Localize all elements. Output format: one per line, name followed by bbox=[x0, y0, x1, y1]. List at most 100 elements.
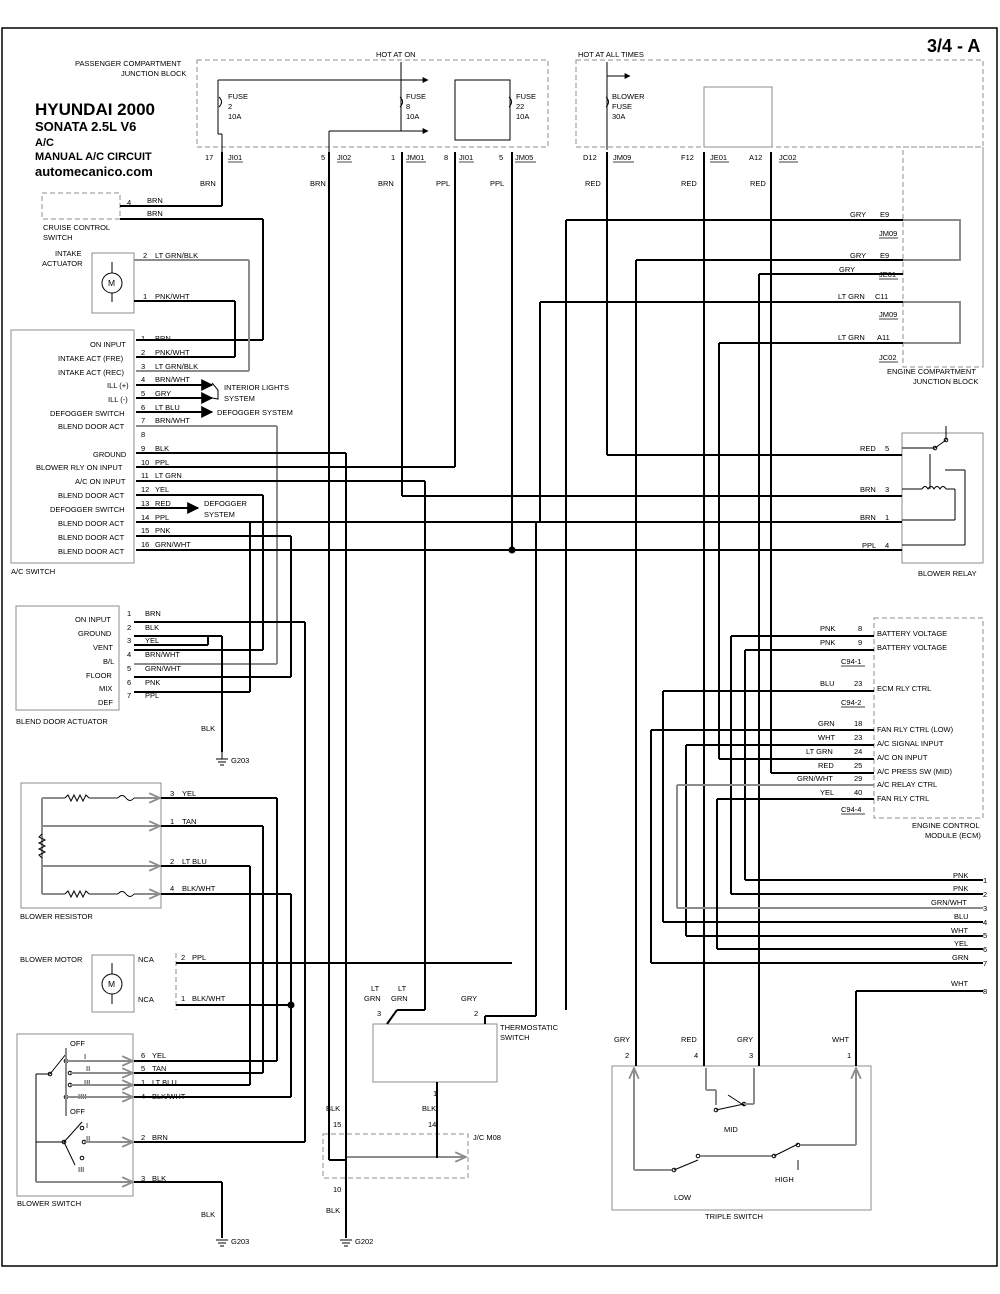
svg-text:BRN: BRN bbox=[147, 209, 163, 218]
svg-text:29: 29 bbox=[854, 774, 862, 783]
hot-at-all-times-box: HOT AT ALL TIMES BLOWER FUSE 30A bbox=[575, 50, 984, 367]
svg-text:LT GRN: LT GRN bbox=[806, 747, 833, 756]
svg-text:BLOWER SWITCH: BLOWER SWITCH bbox=[17, 1199, 81, 1208]
page-frame bbox=[1, 27, 998, 1267]
svg-text:23: 23 bbox=[854, 733, 862, 742]
svg-text:6: 6 bbox=[983, 945, 987, 954]
svg-text:NCA: NCA bbox=[138, 955, 154, 964]
svg-text:JM05: JM05 bbox=[515, 153, 533, 162]
ground-g203-b: G203 bbox=[231, 1237, 249, 1246]
svg-text:A/C RELAY CTRL: A/C RELAY CTRL bbox=[877, 780, 937, 789]
svg-text:PPL: PPL bbox=[490, 179, 504, 188]
svg-text:GRY: GRY bbox=[461, 994, 477, 1003]
svg-text:4: 4 bbox=[127, 198, 131, 207]
svg-text:5: 5 bbox=[127, 664, 131, 673]
svg-text:GROUND: GROUND bbox=[93, 450, 127, 459]
svg-text:2: 2 bbox=[141, 348, 145, 357]
svg-text:II: II bbox=[86, 1134, 90, 1143]
svg-text:3: 3 bbox=[141, 362, 145, 371]
svg-text:RED: RED bbox=[155, 499, 171, 508]
svg-text:INTAKE ACT (FRE): INTAKE ACT (FRE) bbox=[58, 354, 124, 363]
svg-text:3: 3 bbox=[170, 789, 174, 798]
svg-text:3: 3 bbox=[141, 1174, 145, 1183]
svg-text:I: I bbox=[86, 1121, 88, 1130]
svg-text:PNK: PNK bbox=[953, 884, 968, 893]
svg-text:GRN/WHT: GRN/WHT bbox=[931, 898, 967, 907]
svg-text:14: 14 bbox=[428, 1120, 436, 1129]
svg-text:RED: RED bbox=[818, 761, 834, 770]
svg-text:LT: LT bbox=[398, 984, 407, 993]
ground-g203-a: G203 bbox=[231, 756, 249, 765]
svg-text:BLK: BLK bbox=[201, 1210, 215, 1219]
svg-text:III: III bbox=[84, 1078, 90, 1087]
svg-text:5: 5 bbox=[321, 153, 325, 162]
svg-text:BRN: BRN bbox=[378, 179, 394, 188]
svg-text:BRN: BRN bbox=[155, 334, 171, 343]
svg-text:5: 5 bbox=[141, 389, 145, 398]
svg-text:1: 1 bbox=[391, 153, 395, 162]
svg-text:GRN/WHT: GRN/WHT bbox=[155, 540, 191, 549]
svg-text:RED: RED bbox=[860, 444, 876, 453]
svg-text:1: 1 bbox=[170, 817, 174, 826]
svg-text:4: 4 bbox=[170, 884, 174, 893]
svg-text:GRY: GRY bbox=[737, 1035, 753, 1044]
svg-text:BRN: BRN bbox=[147, 196, 163, 205]
svg-text:ILL (-): ILL (-) bbox=[108, 395, 128, 404]
svg-text:2: 2 bbox=[141, 1133, 145, 1142]
svg-text:D12: D12 bbox=[583, 153, 597, 162]
svg-text:1: 1 bbox=[983, 876, 987, 885]
svg-text:YEL: YEL bbox=[145, 636, 159, 645]
svg-text:BLOWER RESISTOR: BLOWER RESISTOR bbox=[20, 912, 93, 921]
svg-text:PPL: PPL bbox=[192, 953, 206, 962]
svg-text:BLK/WHT: BLK/WHT bbox=[182, 884, 216, 893]
ac-switch: A/C SWITCH ON INPUT INTAKE ACT (FRE) INT… bbox=[10, 329, 293, 576]
blower-motor-m: M bbox=[108, 979, 115, 989]
svg-text:GRY: GRY bbox=[614, 1035, 630, 1044]
svg-text:GRN: GRN bbox=[364, 994, 381, 1003]
svg-text:YEL: YEL bbox=[155, 485, 169, 494]
svg-text:E9: E9 bbox=[880, 251, 889, 260]
svg-text:10: 10 bbox=[141, 458, 149, 467]
svg-text:JUNCTION BLOCK: JUNCTION BLOCK bbox=[913, 377, 978, 386]
svg-text:GRY: GRY bbox=[850, 210, 866, 219]
svg-text:BATTERY VOLTAGE: BATTERY VOLTAGE bbox=[877, 643, 947, 652]
blower-resistor: BLOWER RESISTOR 3 YEL 1 TAN 2 LT BLU 4 B… bbox=[20, 782, 216, 921]
svg-text:2: 2 bbox=[170, 857, 174, 866]
svg-text:8: 8 bbox=[444, 153, 448, 162]
svg-text:1: 1 bbox=[181, 994, 185, 1003]
svg-text:JI02: JI02 bbox=[337, 153, 351, 162]
intake-motor-m: M bbox=[108, 278, 115, 288]
svg-text:CRUISE CONTROL: CRUISE CONTROL bbox=[43, 223, 110, 232]
svg-text:BLU: BLU bbox=[954, 912, 969, 921]
svg-text:8: 8 bbox=[406, 102, 410, 111]
svg-text:BRN: BRN bbox=[152, 1133, 168, 1142]
svg-text:LT BLU: LT BLU bbox=[182, 857, 207, 866]
svg-text:BLEND DOOR ACT: BLEND DOOR ACT bbox=[58, 491, 125, 500]
svg-text:C94-1: C94-1 bbox=[841, 657, 861, 666]
cruise-control-switch: CRUISE CONTROL SWITCH 4 BRN BRN bbox=[41, 192, 163, 242]
svg-text:BRN: BRN bbox=[860, 513, 876, 522]
blend-door-actuator: BLEND DOOR ACTUATOR ON INPUT GROUND VENT… bbox=[15, 605, 249, 765]
svg-text:BLEND DOOR ACT: BLEND DOOR ACT bbox=[58, 422, 125, 431]
svg-text:FAN RLY CTRL (LOW): FAN RLY CTRL (LOW) bbox=[877, 725, 954, 734]
svg-text:YEL: YEL bbox=[820, 788, 834, 797]
svg-text:DEFOGGER SWITCH: DEFOGGER SWITCH bbox=[50, 409, 125, 418]
svg-text:WHT: WHT bbox=[951, 926, 968, 935]
svg-text:2: 2 bbox=[143, 251, 147, 260]
svg-text:FAN RLY CTRL: FAN RLY CTRL bbox=[877, 794, 929, 803]
svg-text:3: 3 bbox=[377, 1009, 381, 1018]
svg-text:BLK: BLK bbox=[155, 444, 169, 453]
svg-text:GRY: GRY bbox=[850, 251, 866, 260]
svg-text:22: 22 bbox=[516, 102, 524, 111]
svg-text:RED: RED bbox=[750, 179, 766, 188]
svg-text:GRN: GRN bbox=[952, 953, 969, 962]
svg-text:5: 5 bbox=[885, 444, 889, 453]
svg-text:2: 2 bbox=[474, 1009, 478, 1018]
svg-text:C94-2: C94-2 bbox=[841, 698, 861, 707]
svg-text:INTAKE ACT (REC): INTAKE ACT (REC) bbox=[58, 368, 124, 377]
svg-text:ENGINE COMPARTMENT: ENGINE COMPARTMENT bbox=[887, 367, 976, 376]
svg-text:TRIPLE SWITCH: TRIPLE SWITCH bbox=[705, 1212, 763, 1221]
svg-text:9: 9 bbox=[141, 444, 145, 453]
svg-text:FUSE: FUSE bbox=[612, 102, 632, 111]
svg-text:PASSENGER COMPARTMENT: PASSENGER COMPARTMENT bbox=[75, 59, 182, 68]
